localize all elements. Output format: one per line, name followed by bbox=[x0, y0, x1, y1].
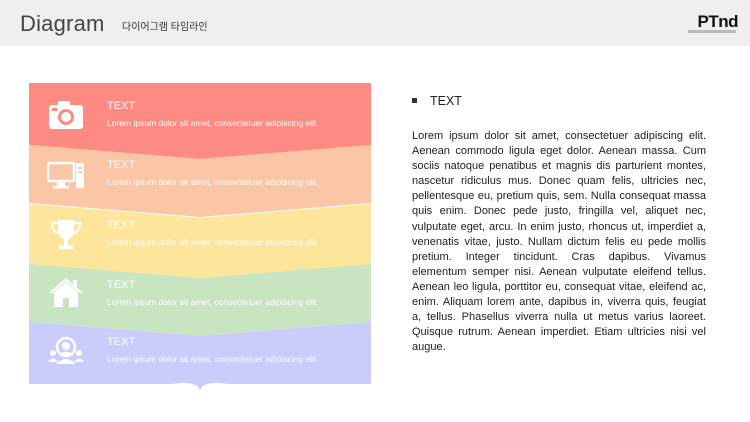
band-shape bbox=[29, 264, 371, 336]
band-text: Lorem ipsum dolor sit amet, consectetuer… bbox=[107, 354, 319, 364]
brand-logo: PTnd bbox=[697, 12, 739, 31]
people-icon bbox=[47, 334, 85, 368]
band-title: TEXT bbox=[107, 219, 136, 231]
camera-icon bbox=[47, 97, 85, 131]
band-text: Lorem ipsum dolor sit amet, consectetuer… bbox=[107, 297, 319, 307]
band-shape bbox=[29, 83, 371, 159]
band-shape bbox=[29, 145, 371, 217]
bullet-square-icon bbox=[412, 98, 417, 103]
band-text: Lorem ipsum dolor sit amet, consectetuer… bbox=[107, 118, 319, 128]
timeline-band-5: TEXT Lorem ipsum dolor sit amet, consect… bbox=[29, 322, 371, 402]
band-shape bbox=[29, 322, 371, 392]
computer-icon bbox=[47, 159, 85, 193]
header-bar: Diagram 다이어그램 타임라인 PTnd bbox=[0, 0, 750, 46]
band-title: TEXT bbox=[107, 336, 136, 348]
band-title: TEXT bbox=[107, 100, 136, 112]
band-title: TEXT bbox=[107, 159, 136, 171]
timeline-band-4: TEXT Lorem ipsum dolor sit amet, consect… bbox=[29, 264, 371, 340]
band-text: Lorem ipsum dolor sit amet, consectetuer… bbox=[107, 177, 319, 187]
logo-underline bbox=[688, 30, 736, 33]
trophy-icon bbox=[47, 218, 85, 252]
timeline-band-2: TEXT Lorem ipsum dolor sit amet, consect… bbox=[29, 145, 371, 221]
house-icon bbox=[47, 276, 85, 310]
page-title: Diagram bbox=[20, 11, 105, 36]
bullet-label: TEXT bbox=[430, 94, 462, 108]
band-title: TEXT bbox=[107, 279, 136, 291]
band-shape bbox=[29, 204, 371, 278]
timeline-band-3: TEXT Lorem ipsum dolor sit amet, consect… bbox=[29, 204, 371, 282]
page-subtitle: 다이어그램 타임라인 bbox=[122, 22, 208, 33]
band-text: Lorem ipsum dolor sit amet, consectetuer… bbox=[107, 237, 319, 247]
timeline-band-1: TEXT Lorem ipsum dolor sit amet, consect… bbox=[29, 83, 371, 163]
body-paragraph: Lorem ipsum dolor sit amet, consectetuer… bbox=[412, 130, 706, 354]
